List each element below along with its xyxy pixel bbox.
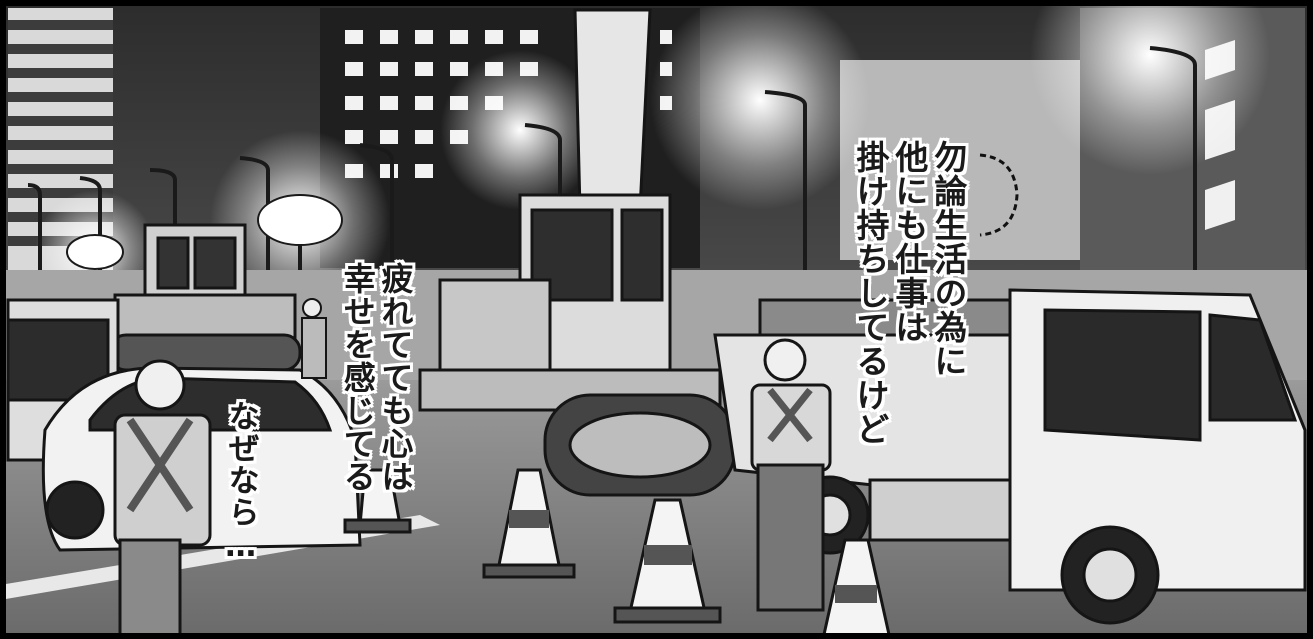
worker-left (113, 359, 212, 639)
worker-right (750, 338, 832, 612)
worker-background (301, 298, 327, 379)
lamp-balloon-small (66, 234, 124, 270)
bulldozer (108, 223, 302, 372)
excavator (418, 8, 737, 497)
speech-bracket (979, 153, 1019, 237)
lamp-balloon (257, 194, 343, 246)
dump-truck (713, 288, 1307, 625)
caption-happy-heart: 疲れてても心は 幸せを感じてる (338, 262, 415, 493)
caption-because: なぜなら… (222, 400, 259, 565)
street-lamps (27, 46, 1197, 380)
caption-side-jobs: 勿論生活の為に 他にも仕事は 掛け持ちしてるけど (850, 140, 968, 446)
cone-stripes (509, 510, 877, 603)
